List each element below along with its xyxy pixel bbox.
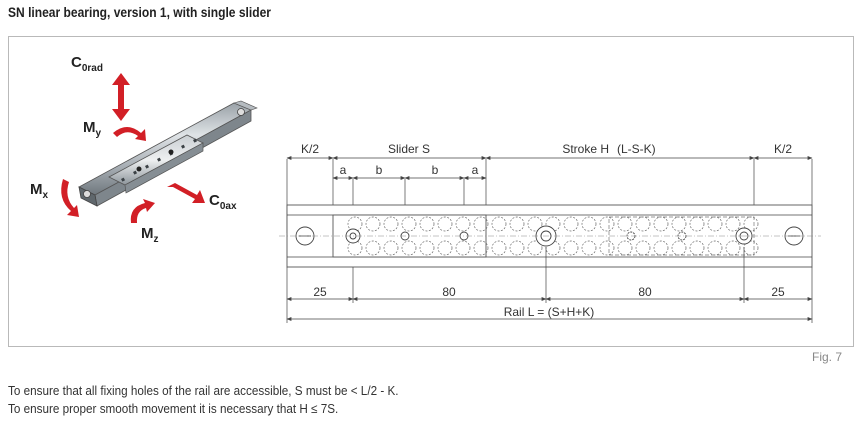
c0rad-arrow-icon — [112, 73, 130, 121]
mz-arrow-icon — [130, 199, 155, 223]
a2-label: a — [472, 163, 479, 177]
b2-label: b — [432, 163, 439, 177]
stroke-formula-label: (L-S-K) — [617, 142, 656, 156]
k2-right-label: K/2 — [774, 142, 792, 156]
mx-arrow-icon — [61, 179, 79, 217]
d25-right-label: 25 — [771, 285, 785, 299]
page-title: SN linear bearing, version 1, with singl… — [8, 4, 271, 20]
note-line-1: To ensure that all fixing holes of the r… — [8, 383, 399, 398]
rail-length-label: Rail L = (S+H+K) — [504, 305, 595, 319]
stroke-label: Stroke H — [562, 142, 609, 156]
isometric-view: C0rad My Mx C0ax Mz — [30, 54, 258, 245]
k2-left-label: K/2 — [301, 142, 319, 156]
technical-drawing — [279, 156, 821, 323]
dimension-labels: K/2 Slider S Stroke H (L-S-K) K/2 a b b … — [301, 142, 792, 319]
figure-frame: C0rad My Mx C0ax Mz — [8, 36, 854, 347]
c0rad-label: C0rad — [71, 54, 103, 74]
a1-label: a — [340, 163, 347, 177]
b1-label: b — [376, 163, 383, 177]
c0ax-label: C0ax — [209, 192, 237, 212]
force-arrows — [61, 73, 205, 223]
c0ax-arrow-icon — [167, 183, 205, 203]
slider-label: Slider S — [388, 142, 430, 156]
figure-drawing: C0rad My Mx C0ax Mz — [30, 54, 821, 323]
d80-right-label: 80 — [638, 285, 652, 299]
figure-caption: Fig. 7 — [811, 350, 842, 364]
my-arrow-icon — [113, 127, 146, 141]
note-line-2: To ensure proper smooth movement it is n… — [8, 401, 339, 416]
mx-label: Mx — [30, 181, 49, 201]
mz-label: Mz — [141, 225, 159, 245]
d25-left-label: 25 — [313, 285, 327, 299]
d80-left-label: 80 — [442, 285, 456, 299]
iso-slider — [108, 134, 204, 194]
my-label: My — [83, 119, 102, 139]
